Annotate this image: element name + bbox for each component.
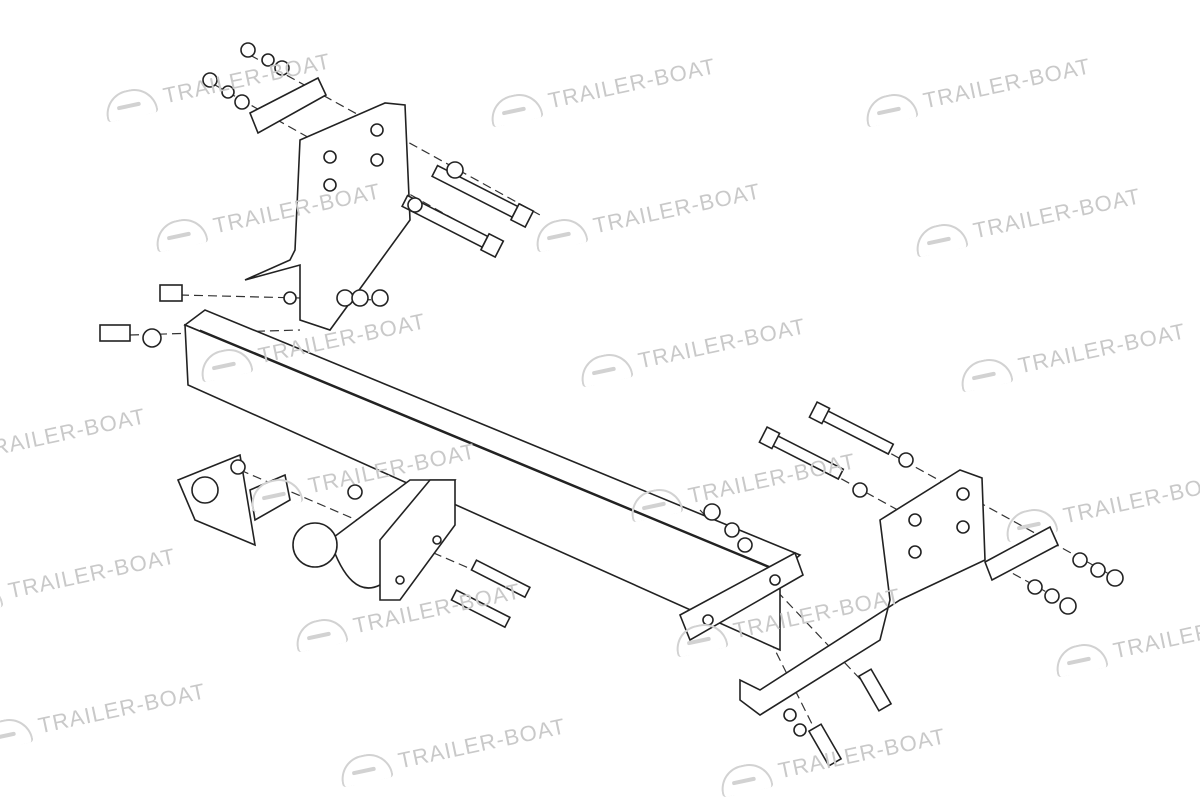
tow-ball (292, 479, 457, 601)
left-bracket (244, 76, 411, 331)
right-bracket (739, 469, 1060, 716)
nuts-washers (142, 42, 1124, 737)
